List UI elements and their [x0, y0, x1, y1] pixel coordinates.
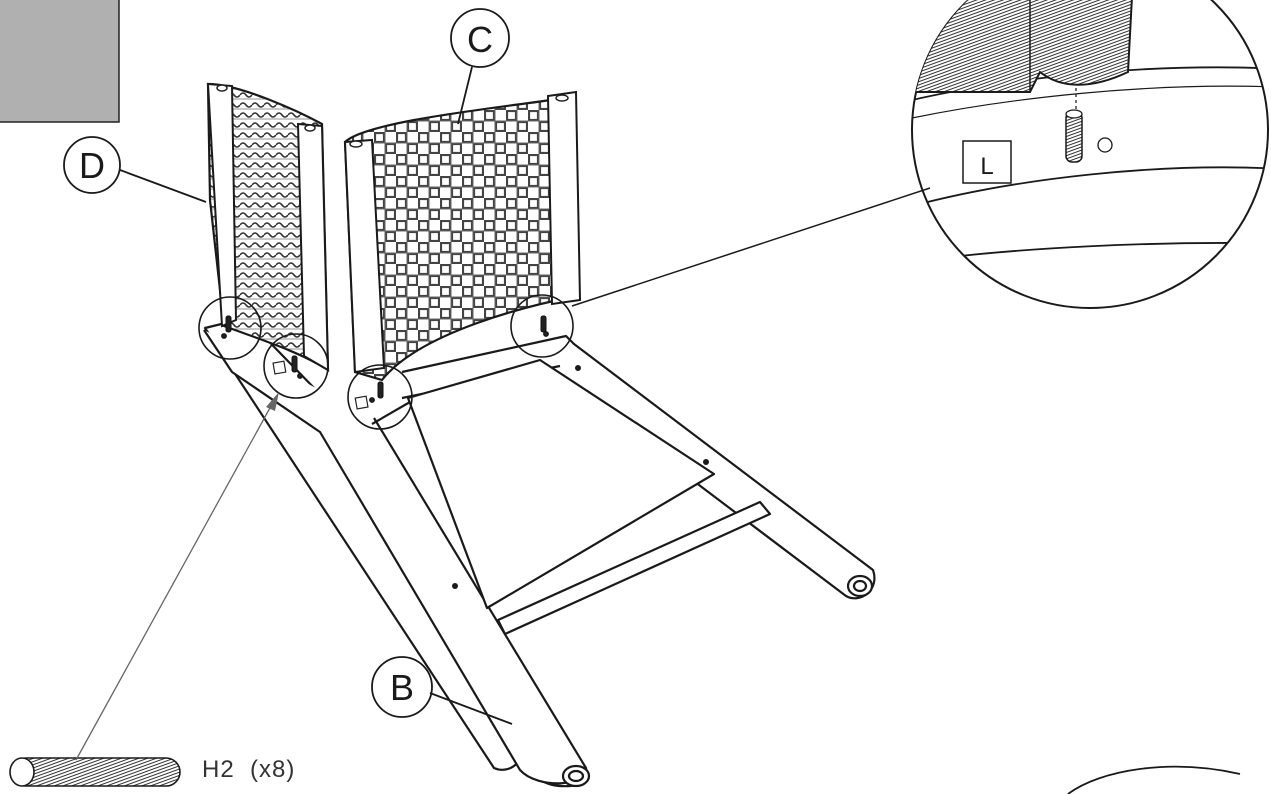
- hardware-quantity: (x8): [250, 756, 296, 783]
- frame-b: [203, 316, 876, 788]
- label-d: D: [63, 136, 207, 203]
- pointer-arrow: [75, 392, 279, 761]
- label-b: B: [371, 656, 513, 725]
- label-b-text: B: [390, 667, 414, 708]
- hardware-label: H2 (x8): [202, 756, 295, 784]
- small-markers: [272, 360, 369, 410]
- next-detail-circle: [1067, 765, 1241, 794]
- l-marker-text: L: [980, 153, 993, 180]
- dowels: [221, 315, 549, 403]
- label-d-text: D: [79, 145, 105, 186]
- frame-holes: [452, 365, 709, 589]
- hardware-dowel: [9, 757, 181, 787]
- l-marker-box: [962, 140, 1012, 184]
- backrest-c: [343, 90, 582, 382]
- corner-box: [0, 0, 120, 123]
- zoom-detail: L: [911, 0, 1269, 309]
- dowel-detail-circles: [198, 294, 574, 430]
- label-c-text: C: [467, 19, 493, 60]
- hardware-code: H2: [202, 756, 235, 783]
- label-c: C: [450, 8, 510, 125]
- zoom-leader: [571, 187, 931, 307]
